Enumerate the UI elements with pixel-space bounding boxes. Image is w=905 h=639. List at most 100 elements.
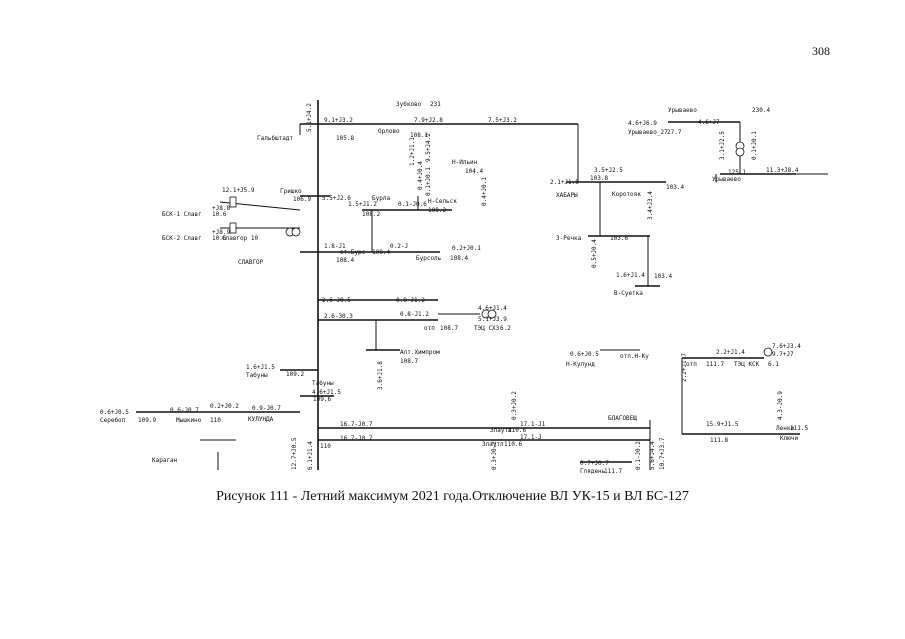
node-voltage: 10.6 [212, 235, 227, 242]
node-label: Серебоп [100, 417, 126, 424]
node-voltage: 27.7 [667, 129, 682, 136]
node-label: Ключи [780, 435, 798, 442]
node-label: Табуны [246, 372, 268, 379]
node-label: Караган [152, 457, 178, 464]
figure-caption: Рисунок 111 - Летний максимум 2021 года.… [216, 489, 689, 504]
node-label: Злаутл [490, 427, 512, 434]
flow-label: 7.9+J2.8 [414, 117, 443, 124]
flow-label-vertical: 3.6+J1.8 [377, 361, 384, 390]
node-label: Урываево [668, 107, 697, 114]
node-voltage: 111.7 [706, 361, 724, 368]
node-voltage: 108.4 [450, 255, 468, 262]
node-voltage: 108.1 [410, 132, 428, 139]
node-voltage: 103.4 [666, 184, 684, 191]
flow-label-vertical: 3.1+J2.5 [719, 131, 726, 160]
flow-label-vertical: 0.4+J0.1 [481, 177, 488, 206]
flow-label-vertical: 0.3+J0.2 [491, 441, 498, 470]
flow-label: 9.7+J7 [772, 351, 794, 358]
node-voltage: 103.6 [610, 235, 628, 242]
flow-label: 4.6+J1.4 [478, 305, 507, 312]
flow-label: 17.1-J [520, 434, 542, 441]
scheme-labels: Зубково 231 Гальбштадт 105.8 Орлово 108.… [100, 101, 808, 475]
node-voltage: 6.2 [500, 325, 511, 332]
flow-label: 0.9-J0.7 [252, 405, 281, 412]
node-label: ХАБАРЫ [556, 192, 578, 199]
flow-label-vertical: 3.4+J3.4 [647, 191, 654, 220]
node-label: БСК-2 Славг [162, 235, 202, 242]
node-label: 3-Речка [556, 235, 582, 242]
flow-label: 0.2-J [390, 243, 408, 250]
flow-label-vertical: 9.5+J4.2 [425, 133, 432, 162]
node-voltage: 108.4 [336, 257, 354, 264]
flow-label-vertical: 0.1+J0.1 [751, 131, 758, 160]
flow-label-vertical: 5.1+J4.2 [306, 103, 313, 132]
flow-label-vertical: 1.2+J1.1 [409, 137, 416, 166]
node-label: Коротояк [612, 191, 641, 198]
flow-label: 7.6+J3.4 [772, 343, 801, 350]
flow-label: 2.1+J1.5 [550, 179, 579, 186]
node-label: отп [424, 325, 435, 332]
flow-label-vertical: 0.4+J0.4 [417, 161, 424, 190]
node-code: 125.1 [728, 169, 746, 176]
node-label: Гальбштадт [257, 135, 294, 142]
flow-label: 0.6+J0.5 [570, 351, 599, 358]
flow-label-vertical: 6.1+J1.4 [307, 441, 314, 470]
node-label: КУЛУНДА [248, 416, 274, 423]
node-label: Бурла [372, 195, 390, 202]
node-label: Н-Ильин [452, 159, 478, 166]
flow-label: 4.6+J6.9 [628, 120, 657, 127]
flow-label: 9.1+J3.2 [324, 117, 353, 124]
node-voltage: 105.8 [336, 135, 354, 142]
node-voltage: 110.6 [508, 427, 526, 434]
node-voltage: 111.5 [790, 425, 808, 432]
node-voltage: 106.9 [293, 196, 311, 203]
flow-label: 0.2+J0.2 [210, 403, 239, 410]
flow-label: 4.6+J1.5 [312, 389, 341, 396]
tec-ksk-generator [763, 347, 773, 357]
tec-shz-generator-2 [487, 309, 497, 319]
flow-label-vertical: 0.1-J0.2 [635, 441, 642, 470]
node-voltage: 109.6 [313, 396, 331, 403]
node-label: отп [686, 361, 697, 368]
node-voltage: 103.4 [654, 273, 672, 280]
node-voltage: 110 [320, 443, 331, 450]
flow-label-vertical: 2.2+J1.7 [681, 353, 688, 382]
node-code: 231 [430, 101, 441, 108]
flow-label: 1.6+J1.4 [616, 272, 645, 279]
node-voltage: 108.7 [440, 325, 458, 332]
slavgor-transformer-2 [291, 227, 301, 237]
flow-label: 5.5+J2.6 [322, 195, 351, 202]
node-label: Бурсоль [416, 255, 442, 262]
page-number: 308 [812, 44, 830, 58]
flow-label: 0.7+J0.7 [580, 460, 609, 467]
flow-label: 16.7-J0.7 [340, 421, 373, 428]
node-voltage: 111.8 [710, 437, 728, 444]
node-voltage: 109.9 [138, 417, 156, 424]
node-label: Урываево [712, 176, 741, 183]
node-label: Мышкино [176, 417, 202, 424]
flow-label: 17.1-J1 [520, 421, 546, 428]
uryvaevo-transformer-2 [735, 147, 745, 157]
node-label: СЛАВГОР [238, 259, 264, 266]
node-label: ТЭЦ СХЗ [474, 325, 500, 332]
node-code: 230.4 [752, 107, 770, 114]
node-voltage: 108.2 [428, 207, 446, 214]
flow-label: 11.3+J8.4 [766, 167, 799, 174]
flow-label: 0.1-J0.6 [398, 201, 427, 208]
flow-label-vertical: 0.3+J0.2 [511, 391, 518, 420]
node-label: Ленки [776, 425, 794, 432]
flow-label: 0.6-J0.7 [170, 407, 199, 414]
flow-label: 1.8-J1 [324, 243, 346, 250]
flow-label: 2.6-J0.5 [322, 297, 351, 304]
node-voltage: 108.7 [400, 358, 418, 365]
node-label: Табуны [312, 380, 334, 387]
node-voltage: 108.2 [362, 211, 380, 218]
node-label: БСК-1 Славг [162, 211, 202, 218]
node-voltage: 110 [210, 417, 221, 424]
node-label: В-Суетка [614, 290, 643, 297]
flow-label: 1.6+J1.5 [246, 364, 275, 371]
node-voltage: 110.6 [504, 441, 522, 448]
flow-label: 12.1+J5.9 [222, 187, 255, 194]
node-label: Алт.Химпром [400, 349, 440, 356]
